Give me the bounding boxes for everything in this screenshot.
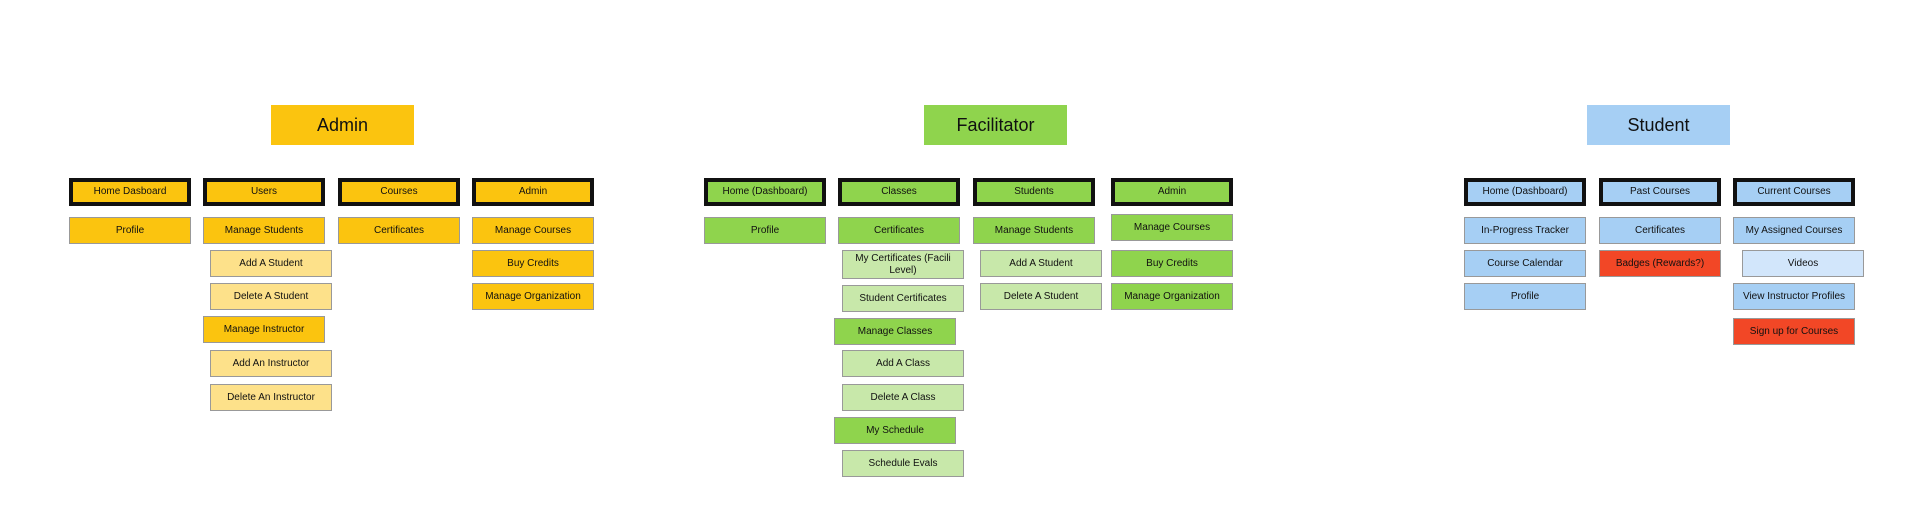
facilitator-manage-classes[interactable]: Manage Classes <box>834 318 956 345</box>
facilitator-admin[interactable]: Admin <box>1111 178 1233 206</box>
admin-manage-instructor[interactable]: Manage Instructor <box>203 316 325 343</box>
facilitator-students[interactable]: Students <box>973 178 1095 206</box>
facilitator-add-class[interactable]: Add A Class <box>842 350 964 377</box>
admin-manage-courses[interactable]: Manage Courses <box>472 217 594 244</box>
student-past-courses[interactable]: Past Courses <box>1599 178 1721 206</box>
facilitator-home-dashboard[interactable]: Home (Dashboard) <box>704 178 826 206</box>
admin-manage-organization[interactable]: Manage Organization <box>472 283 594 310</box>
facilitator-classes[interactable]: Classes <box>838 178 960 206</box>
admin-add-student[interactable]: Add A Student <box>210 250 332 277</box>
student-in-progress-tracker[interactable]: In-Progress Tracker <box>1464 217 1586 244</box>
facilitator-buy-credits[interactable]: Buy Credits <box>1111 250 1233 277</box>
admin-delete-student[interactable]: Delete A Student <box>210 283 332 310</box>
student-home-dashboard[interactable]: Home (Dashboard) <box>1464 178 1586 206</box>
facilitator-schedule-evals[interactable]: Schedule Evals <box>842 450 964 477</box>
admin-buy-credits[interactable]: Buy Credits <box>472 250 594 277</box>
student-videos[interactable]: Videos <box>1742 250 1864 277</box>
admin-add-instructor[interactable]: Add An Instructor <box>210 350 332 377</box>
admin-admin[interactable]: Admin <box>472 178 594 206</box>
facilitator-certificates[interactable]: Certificates <box>838 217 960 244</box>
facilitator-manage-students[interactable]: Manage Students <box>973 217 1095 244</box>
student-badges[interactable]: Badges (Rewards?) <box>1599 250 1721 277</box>
facilitator-my-certificates[interactable]: My Certificates (Facili Level) <box>842 250 964 279</box>
facilitator-delete-student[interactable]: Delete A Student <box>980 283 1102 310</box>
admin-home-dashboard[interactable]: Home Dasboard <box>69 178 191 206</box>
admin-manage-students[interactable]: Manage Students <box>203 217 325 244</box>
student-view-instructor-profiles[interactable]: View Instructor Profiles <box>1733 283 1855 310</box>
facilitator-profile[interactable]: Profile <box>704 217 826 244</box>
student-course-calendar[interactable]: Course Calendar <box>1464 250 1586 277</box>
facilitator-add-student[interactable]: Add A Student <box>980 250 1102 277</box>
facilitator-title: Facilitator <box>924 105 1067 145</box>
student-title: Student <box>1587 105 1730 145</box>
student-my-assigned-courses[interactable]: My Assigned Courses <box>1733 217 1855 244</box>
admin-profile[interactable]: Profile <box>69 217 191 244</box>
student-certificates[interactable]: Certificates <box>1599 217 1721 244</box>
admin-title: Admin <box>271 105 414 145</box>
admin-users[interactable]: Users <box>203 178 325 206</box>
facilitator-manage-courses[interactable]: Manage Courses <box>1111 214 1233 241</box>
student-current-courses[interactable]: Current Courses <box>1733 178 1855 206</box>
admin-courses[interactable]: Courses <box>338 178 460 206</box>
facilitator-manage-organization[interactable]: Manage Organization <box>1111 283 1233 310</box>
student-profile[interactable]: Profile <box>1464 283 1586 310</box>
admin-certificates[interactable]: Certificates <box>338 217 460 244</box>
facilitator-my-schedule[interactable]: My Schedule <box>834 417 956 444</box>
student-sign-up-courses[interactable]: Sign up for Courses <box>1733 318 1855 345</box>
facilitator-delete-class[interactable]: Delete A Class <box>842 384 964 411</box>
admin-delete-instructor[interactable]: Delete An Instructor <box>210 384 332 411</box>
facilitator-student-certificates[interactable]: Student Certificates <box>842 285 964 312</box>
